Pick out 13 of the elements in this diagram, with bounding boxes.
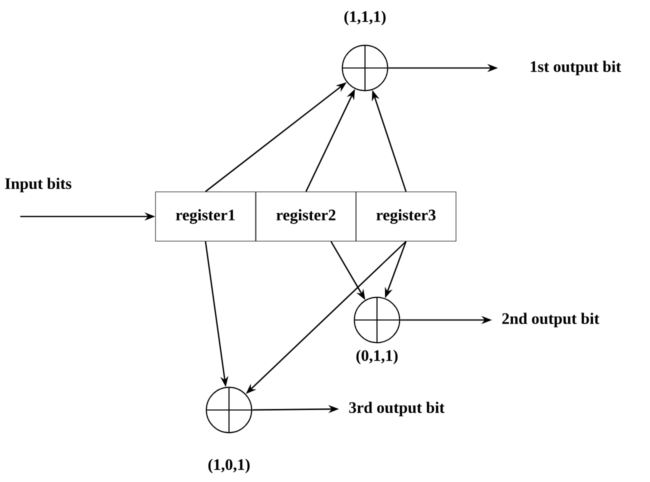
tap-vector: (1,1,1) (344, 10, 386, 26)
xor-symbol (354, 296, 400, 344)
xor-symbol (342, 44, 388, 92)
output-label: 2nd output bit (502, 312, 600, 328)
register-box: register1 (155, 192, 256, 242)
register-box: register2 (256, 192, 356, 242)
register-box: register3 (356, 192, 456, 242)
input-label: Input bits (5, 178, 72, 192)
xor-symbol (206, 386, 252, 434)
output-label: 3rd output bit (349, 402, 445, 416)
output-label: 1st output bit (530, 60, 622, 76)
tap-vector: (0,1,1) (356, 350, 398, 364)
tap-vector: (1,0,1) (208, 458, 250, 474)
